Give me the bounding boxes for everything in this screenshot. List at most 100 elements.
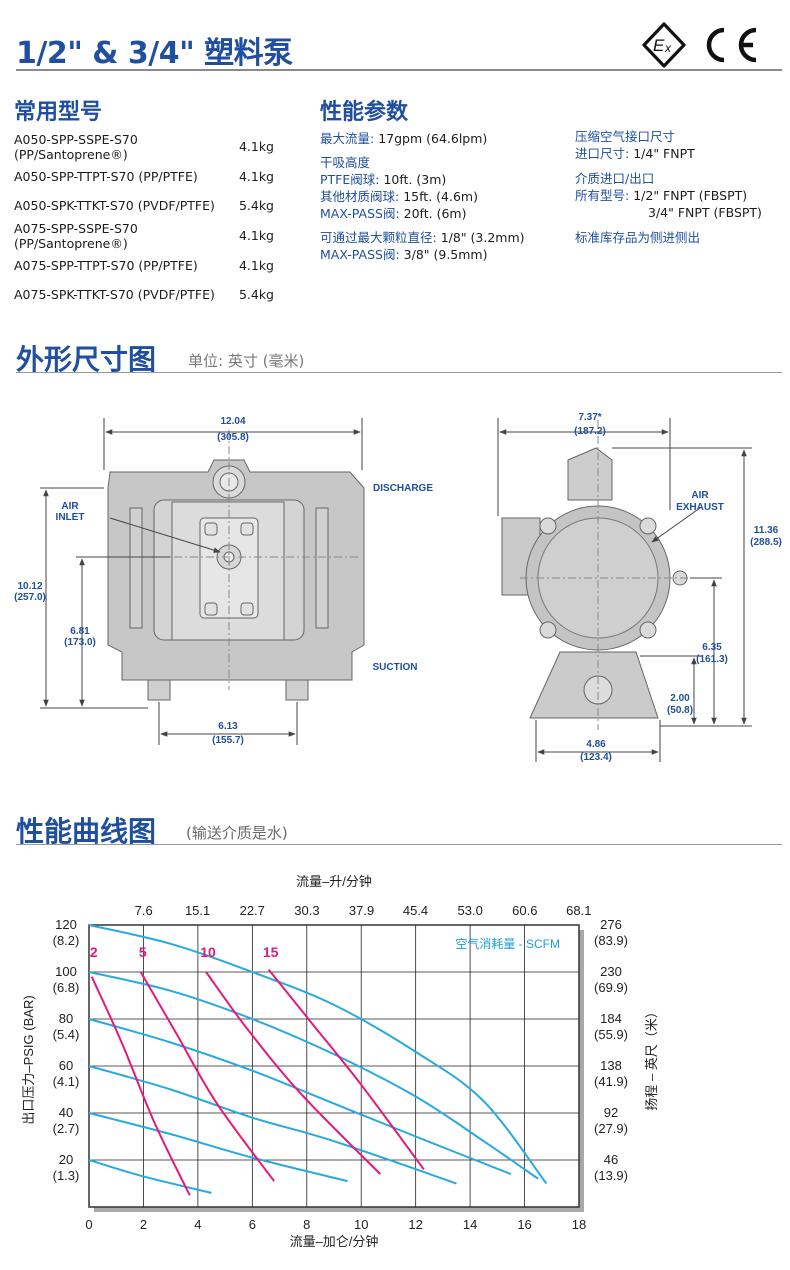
dim-front-mid-height: 6.81 [70, 626, 90, 637]
dimensions-heading: 外形尺寸图 [16, 343, 157, 376]
header-divider [16, 69, 782, 71]
air-curve [139, 971, 275, 1182]
right-tick-m-label: (41.9) [594, 1074, 628, 1089]
dim-side-base: 4.86 [586, 739, 606, 750]
left-axis-title: 出口压力–PSIG (BAR) [21, 995, 36, 1124]
right-tick-label: 138 [600, 1058, 622, 1073]
x-tick-label: 14 [463, 1217, 477, 1232]
y-tick-label: 40 [59, 1105, 73, 1120]
top-tick-label: 60.6 [512, 903, 537, 918]
label-air-inlet: AIR [61, 501, 79, 512]
pressure-curve [88, 971, 539, 1180]
y-tick-label: 120 [55, 917, 77, 932]
right-axis-title: 扬程 – 英尺（米） [644, 1005, 659, 1110]
right-tick-label: 184 [600, 1011, 622, 1026]
dim-side-height-mm: (288.5) [750, 537, 782, 548]
dim-side-foot-height: 2.00 [670, 693, 690, 704]
dim-side-width: 7.37* [578, 412, 601, 423]
model-row: A075-SPP-TTPT-S70 (PP/PTFE)4.1kg [14, 257, 274, 273]
right-tick-label: 230 [600, 964, 622, 979]
pressure-curve [88, 1112, 348, 1183]
x-tick-label: 6 [249, 1217, 256, 1232]
models-heading: 常用型号 [14, 100, 103, 125]
svg-text:x: x [664, 41, 672, 55]
y-tick-label: 80 [59, 1011, 73, 1026]
svg-text:E: E [653, 36, 665, 55]
dim-front-mid-height-mm: (173.0) [64, 637, 96, 648]
right-tick-m-label: (83.9) [594, 933, 628, 948]
right-tick-label: 276 [600, 917, 622, 932]
top-tick-label: 53.0 [458, 903, 483, 918]
top-tick-label: 22.7 [240, 903, 265, 918]
x-tick-label: 16 [517, 1217, 531, 1232]
top-tick-label: 15.1 [185, 903, 210, 918]
y-tick-bar-label: (2.7) [53, 1121, 80, 1136]
x-tick-label: 10 [354, 1217, 368, 1232]
x-tick-label: 8 [303, 1217, 310, 1232]
x-tick-label: 18 [572, 1217, 586, 1232]
dim-front-width-mm: (305.8) [217, 432, 249, 443]
pressure-curve [88, 1065, 457, 1185]
dim-side-base-mm: (123.4) [580, 752, 612, 763]
y-tick-bar-label: (6.8) [53, 980, 80, 995]
top-tick-label: 45.4 [403, 903, 428, 918]
dim-front-base: 6.13 [218, 721, 238, 732]
top-tick-label: 37.9 [349, 903, 374, 918]
y-tick-label: 20 [59, 1152, 73, 1167]
x-tick-label: 12 [408, 1217, 422, 1232]
dim-front-height-mm: (257.0) [14, 592, 46, 603]
model-row: A050-SPK-TTKT-S70 (PVDF/PTFE)5.4kg [14, 198, 274, 214]
atex-ex-icon: E x [642, 22, 686, 68]
air-curve [205, 971, 381, 1175]
top-tick-label: 7.6 [135, 903, 153, 918]
legend-air: 空气消耗量 - SCFM [455, 936, 560, 951]
y-tick-label: 60 [59, 1058, 73, 1073]
ce-mark-icon [706, 27, 757, 63]
side-view-pump [501, 420, 690, 730]
right-tick-m-label: (13.9) [594, 1168, 628, 1183]
label-air-exhaust: AIR [691, 490, 709, 501]
air-curve-label: 15 [263, 944, 279, 960]
right-tick-m-label: (55.9) [594, 1027, 628, 1042]
model-row: A075-SPP-SSPE-S70 (PP/Santoprene®)4.1kg [14, 220, 274, 251]
svg-text:.: . [232, 426, 235, 437]
front-view-pump [107, 430, 365, 701]
dimension-drawing: 12.04 . (305.8) DISCHARGE SUCTION AIR IN… [14, 412, 782, 763]
right-tick-m-label: (27.9) [594, 1121, 628, 1136]
performance-specs-left: 最大流量: 17gpm (64.6lpm) 干吸高度 PTFE阀球: 10ft.… [320, 131, 525, 262]
dimensions-divider [16, 372, 782, 373]
x-tick-label: 2 [140, 1217, 147, 1232]
pressure-curve [88, 1159, 212, 1194]
y-tick-bar-label: (1.3) [53, 1168, 80, 1183]
dim-side-foot-height-mm: (50.8) [667, 705, 693, 716]
x-tick-label: 4 [194, 1217, 201, 1232]
dim-front-height: 10.12 [17, 581, 42, 592]
model-row: A075-SPK-TTKT-S70 (PVDF/PTFE)5.4kg [14, 287, 274, 303]
curve-subtitle: (输送介质是水) [186, 824, 288, 842]
dim-front-width: 12.04 [220, 416, 245, 427]
x-tick-label: 0 [85, 1217, 92, 1232]
air-curve [267, 969, 425, 1170]
top-axis-title: 流量–升/分钟 [296, 874, 372, 889]
right-tick-label: 46 [604, 1152, 618, 1167]
y-tick-label: 100 [55, 964, 77, 979]
dimension-lines [40, 418, 752, 762]
performance-specs-right: 压缩空气接口尺寸 进口尺寸: 1/4" FNPT 介质进口/出口 所有型号: 1… [575, 129, 762, 245]
y-tick-bar-label: (5.4) [53, 1027, 80, 1042]
air-curve-label: 5 [139, 944, 147, 960]
right-tick-label: 92 [604, 1105, 618, 1120]
page-title: 1/2" & 3/4" 塑料泵 [16, 36, 293, 71]
bottom-axis-title: 流量–加仑/分钟 [290, 1234, 379, 1249]
pressure-curve [88, 924, 548, 1185]
dim-front-base-mm: (155.7) [212, 735, 244, 746]
y-tick-bar-label: (4.1) [53, 1074, 80, 1089]
air-curve-label: 2 [90, 944, 98, 960]
svg-text:INLET: INLET [56, 512, 85, 523]
models-list: A050-SPP-SSPE-S70 (PP/Santoprene®)4.1kg … [14, 132, 274, 310]
dimensions-units: 单位: 英寸 (毫米) [188, 352, 305, 370]
label-discharge: DISCHARGE [373, 483, 433, 494]
right-tick-m-label: (69.9) [594, 980, 628, 995]
model-row: A050-SPP-TTPT-S70 (PP/PTFE)4.1kg [14, 168, 274, 184]
